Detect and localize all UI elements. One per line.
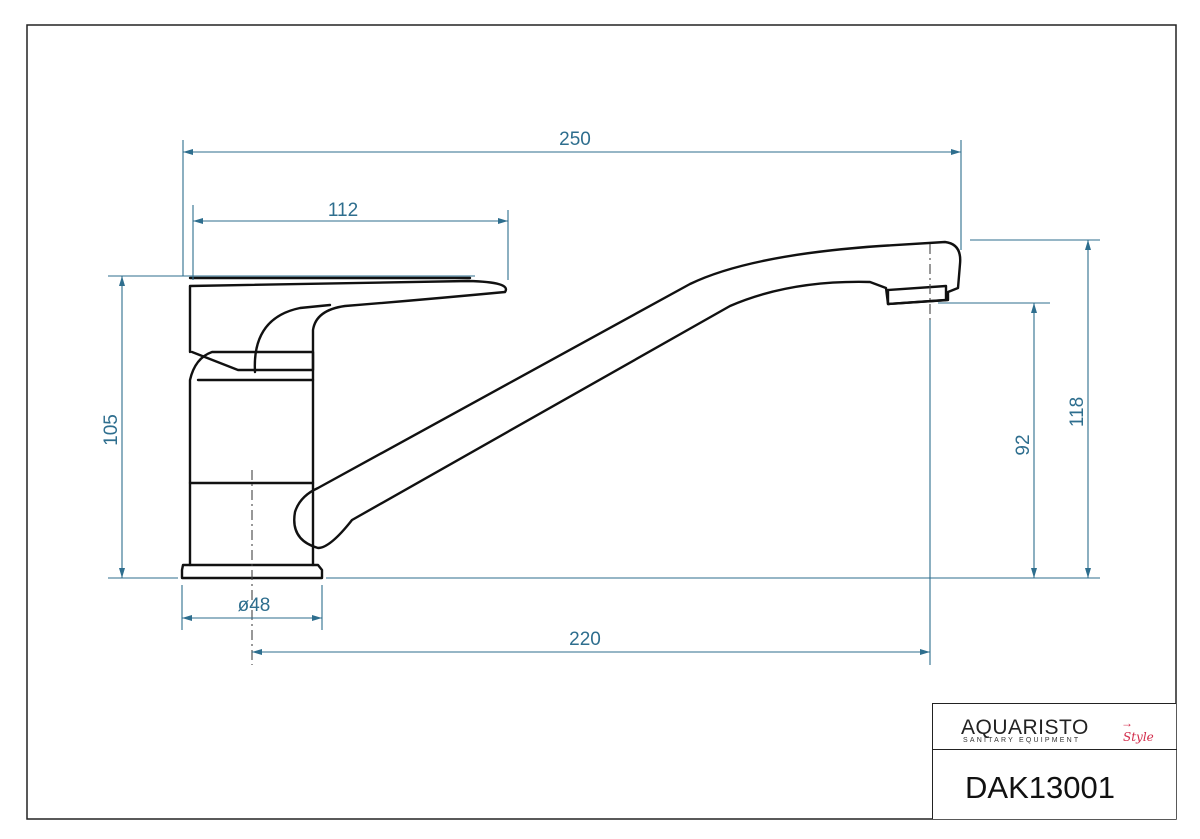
brand-logo: AQUARISTO SANITARY EQUIPMENT → Style (933, 704, 1177, 750)
dim-total-height: 118 (1067, 397, 1088, 427)
faucet-handle (188, 279, 508, 372)
dim-base-diameter: ø48 (238, 595, 271, 616)
brand-arrow-icon: → (1121, 716, 1133, 730)
drawing-frame (26, 24, 1177, 820)
faucet-base (180, 563, 324, 580)
handle-grip-curve (253, 303, 332, 374)
brand-subtitle: SANITARY EQUIPMENT (963, 737, 1081, 744)
center-lines (251, 244, 931, 665)
spout-aerator (886, 284, 948, 306)
faucet-spout (293, 240, 962, 550)
product-code: DAK13001 (965, 770, 1115, 805)
dimension-lines (108, 140, 1100, 665)
dim-overall-length: 250 (559, 129, 591, 150)
faucet-outline (180, 240, 962, 580)
dim-spout-reach: 220 (569, 629, 601, 650)
title-block: AQUARISTO SANITARY EQUIPMENT → Style DAK… (932, 703, 1177, 819)
brand-name: AQUARISTO (961, 716, 1089, 739)
dim-handle-length: 112 (328, 200, 358, 221)
dim-body-height: 105 (101, 414, 122, 446)
faucet-body (188, 350, 315, 567)
dim-outlet-height: 92 (1013, 434, 1034, 455)
brand-style-word: Style (1123, 730, 1154, 744)
